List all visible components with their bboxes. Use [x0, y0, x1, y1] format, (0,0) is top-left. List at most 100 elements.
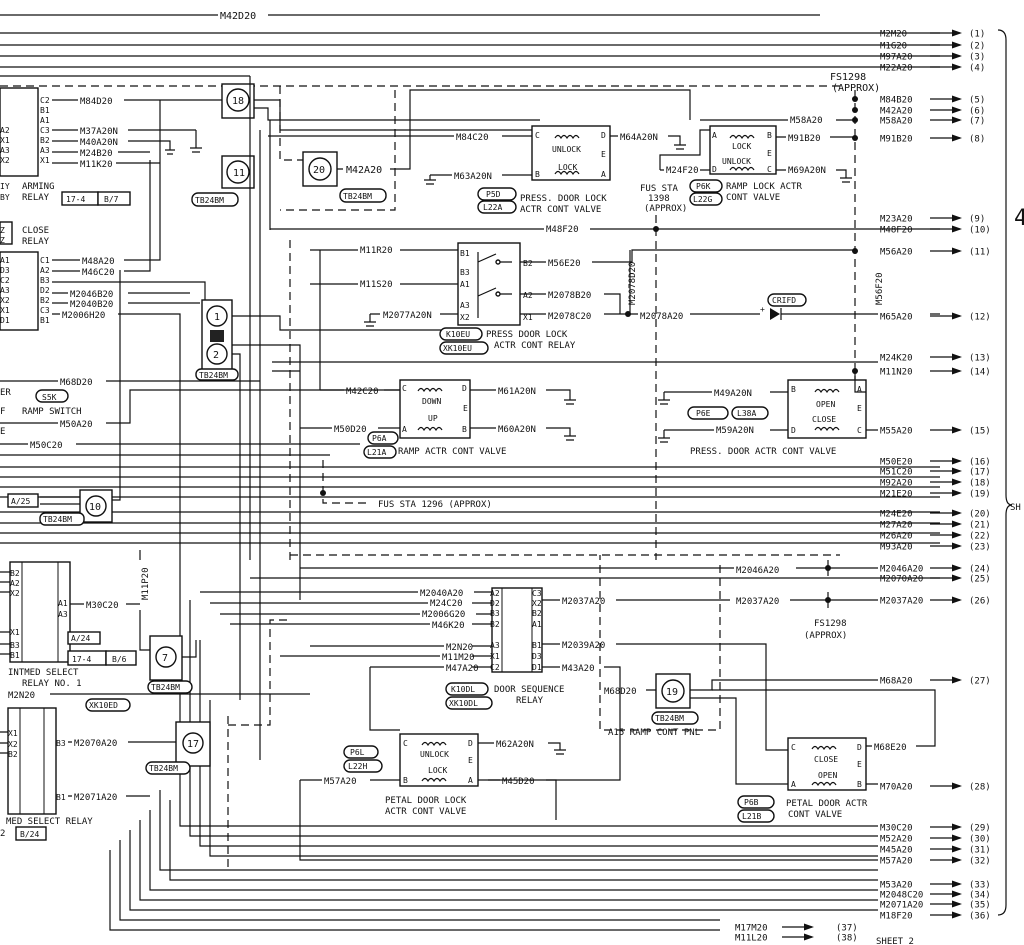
wire-m2071a20-left: M2071A20 [74, 793, 117, 803]
svg-text:B3: B3 [490, 609, 500, 618]
svg-text:B2: B2 [490, 620, 500, 629]
svg-text:RAMP SWITCH: RAMP SWITCH [22, 407, 82, 417]
output-wire-label: M11N20 [880, 368, 913, 378]
fus-sta-1296-note: FUS STA 1296 (APPROX) [378, 500, 492, 510]
output-arrowhead [952, 367, 962, 375]
output-wire-label: M58A20 [880, 117, 913, 127]
svg-text:A: A [468, 776, 473, 785]
output-row: M24E20(20) [880, 509, 991, 520]
output-row: M91B20(8) [880, 134, 985, 145]
svg-text:A2: A2 [40, 266, 50, 275]
svg-text:A: A [601, 170, 606, 179]
wire-m56f20: M56F20 [875, 272, 885, 305]
wire-m57a20-mid: M57A20 [324, 777, 357, 787]
wire-m2046a20-mid: M2046A20 [736, 566, 779, 576]
output-wire-label: M17M20 [735, 924, 768, 934]
svg-text:D2: D2 [490, 599, 500, 608]
wire-m2070a20-left: M2070A20 [74, 739, 117, 749]
output-arrowhead [952, 247, 962, 255]
svg-text:S5K: S5K [42, 393, 57, 402]
arming-relay: C2 B1 A1 C3 B2 A3 X1 A2 X1 A3 X2 IY BY A… [0, 87, 131, 206]
svg-text:C: C [403, 739, 408, 748]
wire-m50c20: M50C20 [30, 441, 63, 451]
output-wire-number: (12) [969, 313, 991, 323]
svg-text:B3: B3 [460, 268, 470, 277]
svg-text:PRESS. DOOR ACTR CONT VALVE: PRESS. DOOR ACTR CONT VALVE [690, 447, 836, 457]
svg-text:LOCK: LOCK [558, 163, 577, 172]
svg-text:A: A [712, 131, 717, 140]
svg-text:+: + [760, 305, 765, 314]
svg-text:X1: X1 [8, 729, 18, 738]
close-relay: Z Z CLOSE RELAY [0, 221, 50, 247]
xk10ed-label: XK10ED [89, 701, 118, 710]
output-wire-label: M57A20 [880, 857, 913, 867]
output-row: M52A20(30) [880, 834, 991, 845]
output-row: M55A20(15) [880, 426, 991, 437]
svg-text:B: B [403, 776, 408, 785]
svg-text:CLOSE: CLOSE [22, 226, 49, 236]
svg-text:UNLOCK: UNLOCK [552, 145, 581, 154]
output-row: M68A20(27) [880, 676, 991, 687]
svg-text:L21A: L21A [367, 448, 386, 457]
output-row: M56A20(11) [880, 247, 991, 258]
output-wire-number: (35) [969, 901, 991, 911]
svg-text:ER: ER [0, 388, 11, 398]
ramp-actr-cont-valve: C D E A B DOWN UP RAMP ACTR CONT VALVE P… [363, 379, 506, 459]
svg-text:ARMING: ARMING [22, 182, 55, 192]
terminal-20: 20 TB24BM [302, 151, 387, 203]
svg-text:D1: D1 [0, 316, 10, 325]
svg-text:PRESS. DOOR LOCK: PRESS. DOOR LOCK [520, 194, 607, 204]
fs1298-bottom-approx: (APPROX) [804, 631, 847, 641]
svg-text:X1: X1 [0, 306, 10, 315]
wire-m47a20: M47A20 [446, 664, 479, 674]
wire-m84d20: M84D20 [80, 97, 113, 107]
terminal-17: 17 TB24BM [145, 721, 211, 775]
svg-text:E: E [0, 427, 5, 437]
output-wire-list: M2M20(1)M1G20(2)M97A20(3)M22A20(4)M84B20… [735, 29, 991, 944]
svg-text:C3: C3 [40, 126, 50, 135]
wire-m2046b20: M2046B20 [70, 290, 113, 300]
svg-text:ACTR CONT VALVE: ACTR CONT VALVE [520, 205, 601, 215]
output-wire-number: (19) [969, 490, 991, 500]
svg-text:TB24BM: TB24BM [195, 196, 224, 205]
svg-text:B/24: B/24 [20, 830, 39, 839]
svg-text:D: D [601, 131, 606, 140]
svg-text:INTMED SELECT: INTMED SELECT [8, 668, 79, 678]
output-wire-number: (10) [969, 226, 991, 236]
output-row: M22A20(4) [880, 63, 985, 74]
svg-text:B: B [462, 425, 467, 434]
svg-text:C: C [767, 165, 772, 174]
terminal-11: 11 TB24BM [191, 155, 255, 207]
svg-text:B: B [767, 131, 772, 140]
output-wire-number: (9) [969, 215, 985, 225]
output-wire-number: (31) [969, 846, 991, 856]
output-wire-label: M52A20 [880, 835, 913, 845]
svg-text:C: C [402, 384, 407, 393]
svg-text:P6B: P6B [744, 798, 759, 807]
svg-text:CONT VALVE: CONT VALVE [788, 810, 842, 820]
output-arrowhead [952, 596, 962, 604]
output-row: M2037A20(26) [880, 596, 991, 607]
wire-m42a20-label: M42A20 [346, 165, 382, 176]
svg-text:7: 7 [162, 653, 168, 664]
output-row: M48F20(10) [880, 225, 991, 236]
output-wire-label: M2070A20 [880, 575, 923, 585]
wire-m30c20-left: M30C20 [86, 601, 119, 611]
svg-text:18: 18 [232, 96, 244, 107]
sheet2-label: SHEET 2 [876, 937, 914, 945]
output-arrowhead [952, 225, 962, 233]
a15-ramp-cont-pnl: A15 RAMP CONT PNL [608, 728, 700, 738]
terminal-7: 7 TB24BM [147, 635, 193, 694]
sheet-number-fragment: 4 [1014, 206, 1024, 231]
svg-text:IY: IY [0, 182, 10, 191]
wire-m46c20: M46C20 [82, 268, 115, 278]
output-wire-label: M30C20 [880, 824, 913, 834]
wire-m68d20-left: M68D20 [60, 378, 93, 388]
output-wire-number: (36) [969, 912, 991, 922]
output-arrowhead [952, 890, 962, 898]
svg-text:P5D: P5D [486, 190, 501, 199]
svg-text:TB24BM: TB24BM [655, 714, 684, 723]
svg-text:X2: X2 [460, 313, 470, 322]
svg-text:B2: B2 [8, 750, 18, 759]
output-row: M2070A20(25) [880, 574, 991, 585]
